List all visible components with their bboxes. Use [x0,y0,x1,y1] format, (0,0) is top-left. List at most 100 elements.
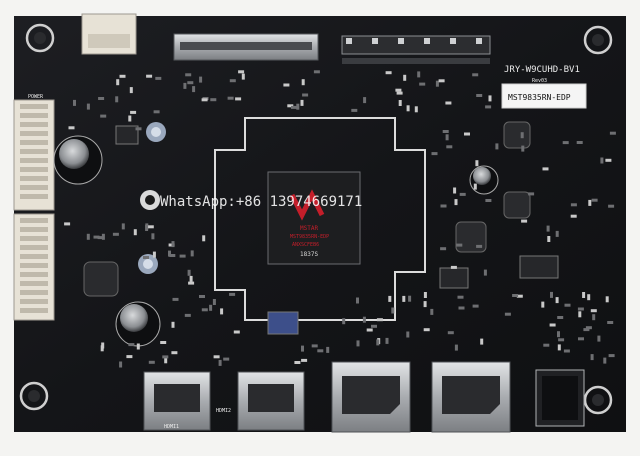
smd-part [543,343,550,347]
capacitor [115,301,161,347]
smd-part [557,316,564,319]
smd-part [403,74,407,81]
smd-part [291,105,297,109]
smd-part [562,141,569,145]
smd-part [458,306,465,310]
smd-part [238,70,245,74]
smd-part [446,145,453,149]
smd-part [406,105,410,112]
smd-part [597,335,601,342]
connector-pin [20,185,48,190]
smd-part [520,132,524,139]
smd-part [187,269,191,276]
mounting-hole [19,381,49,411]
smd-part [342,318,346,325]
smd-part [192,86,196,93]
smd-part [199,76,203,83]
edp-connector [341,35,491,64]
mounting-holes [19,23,613,415]
smd-part [229,79,236,83]
capacitors [53,122,499,347]
smd-part [155,76,162,80]
smd-part [605,296,609,303]
chip-marking-3: ANXSCFEB6 [292,242,319,248]
smd-part [473,183,477,190]
smd-part [583,328,590,332]
smd-part [162,355,169,359]
smd-part [385,71,392,75]
smd-part [209,304,213,311]
smd-part [485,105,492,109]
smd-part [363,97,367,104]
connector-pin [20,122,48,127]
smd-part [133,229,137,236]
smd-part [121,223,125,230]
ic-chips [115,125,559,335]
smd-part [313,70,320,74]
smd-part [362,316,366,323]
smd-part [440,247,447,251]
smd-part [577,307,584,311]
smd-part [376,318,383,322]
smd-part [417,71,421,78]
smd-part [294,361,301,364]
smd-part [73,99,76,106]
connector-pin [20,140,48,145]
smd-part [199,295,205,298]
smd-part [388,295,392,302]
smd-part [128,115,132,122]
connector-pin [20,245,48,250]
smd-part [115,96,119,103]
smd-part [201,98,208,102]
capacitor [140,190,160,210]
smd-part [582,292,586,298]
smd-part [608,354,615,358]
smd-part [213,355,220,359]
smd-part [541,301,545,308]
smd-part [454,199,458,206]
smd-part [235,97,242,101]
smd-part [126,355,133,359]
capacitor [469,165,499,195]
smd-part [564,303,571,307]
smd-part [402,295,406,302]
smd-part [145,225,149,231]
smd-part [590,309,597,313]
smd-part [472,73,479,77]
connector-pin [20,227,48,232]
connector-pin [20,158,48,163]
smd-part [366,328,373,332]
smd-part [578,337,584,341]
smd-part [302,93,309,97]
smd-part [521,145,525,152]
connector-pin [20,149,48,154]
smd-part [201,308,208,312]
smd-part [476,244,483,248]
capacitor [53,135,103,185]
smd-part [570,214,577,218]
smd-part [590,354,594,361]
smd-part [453,187,457,194]
smd-part [287,104,294,108]
chip-marking-4: 1837S [300,251,318,258]
smd-part [210,98,217,102]
smd-part [555,230,559,237]
smd-part [326,346,330,353]
smd-part [184,313,191,317]
connector-pin [20,194,48,199]
smd-part [152,251,156,258]
smd-part [168,250,171,257]
smd-part [229,292,236,296]
smd-part [301,345,304,352]
model-sticker: MST9835RN-EDP [501,83,587,109]
smd-part [218,359,222,366]
smd-part [93,235,100,239]
smd-part [171,351,178,355]
smd-part [143,256,149,259]
smd-part [423,328,430,332]
smd-part [419,82,426,86]
smd-part [476,94,483,97]
connector-pin [20,290,48,295]
hdmi-port-2 [237,371,305,431]
